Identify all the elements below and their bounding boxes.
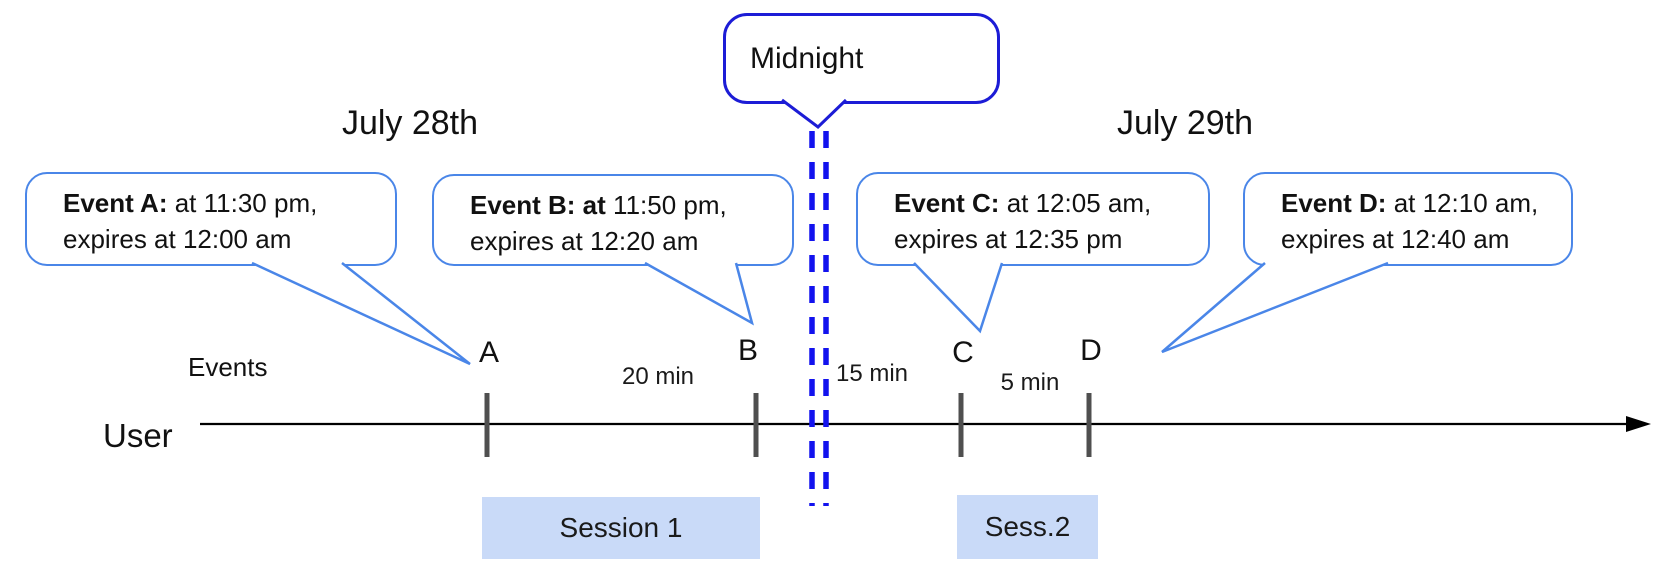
- events-axis-label: Events: [188, 352, 268, 382]
- event-c-line1: Event C: at 12:05 am,: [894, 188, 1152, 218]
- interval-label-20min: 20 min: [621, 363, 695, 390]
- event-b-line2: expires at 12:20 am: [470, 226, 699, 256]
- session-1-label: Session 1: [559, 512, 683, 543]
- event-a-callout: Event A: at 11:30 pm, expires at 12:00 a…: [25, 172, 397, 266]
- event-b-line1: Event B: at 11:50 pm,: [470, 190, 727, 220]
- event-d-line2: expires at 12:40 am: [1281, 224, 1510, 254]
- event-b-callout-tail: [644, 261, 754, 326]
- event-b-callout: Event B: at 11:50 pm, expires at 12:20 a…: [432, 174, 794, 266]
- tick-label-a: A: [478, 336, 500, 369]
- date-label-july-28: July 28th: [341, 104, 479, 142]
- tick-label-d: D: [1080, 334, 1102, 367]
- session-2-label: Sess.2: [984, 511, 1071, 542]
- event-d-callout-tail: [1161, 261, 1389, 354]
- date-label-july-29: July 29th: [1116, 104, 1254, 142]
- midnight-callout: Midnight: [723, 13, 1000, 104]
- event-a-line1: Event A: at 11:30 pm,: [63, 188, 318, 218]
- session-1-box: Session 1: [482, 497, 760, 559]
- midnight-callout-tail: [781, 98, 848, 129]
- event-c-line2: expires at 12:35 pm: [894, 224, 1123, 254]
- event-d-line1: Event D: at 12:10 am,: [1281, 188, 1539, 218]
- interval-label-5min: 5 min: [1000, 369, 1060, 396]
- event-c-callout-tail: [913, 262, 1004, 334]
- event-c-callout: Event C: at 12:05 am, expires at 12:35 p…: [856, 172, 1210, 266]
- event-d-callout: Event D: at 12:10 am, expires at 12:40 a…: [1243, 172, 1573, 266]
- session-2-box: Sess.2: [957, 495, 1098, 559]
- event-a-callout-tail: [251, 261, 471, 366]
- interval-label-15min: 15 min: [835, 360, 909, 387]
- tick-label-b: B: [737, 334, 759, 367]
- timeline-arrowhead-icon: [1626, 416, 1651, 432]
- tick-label-c: C: [952, 336, 974, 369]
- event-a-line2: expires at 12:00 am: [63, 224, 292, 254]
- midnight-label: Midnight: [750, 41, 864, 75]
- user-axis-label: User: [103, 417, 173, 454]
